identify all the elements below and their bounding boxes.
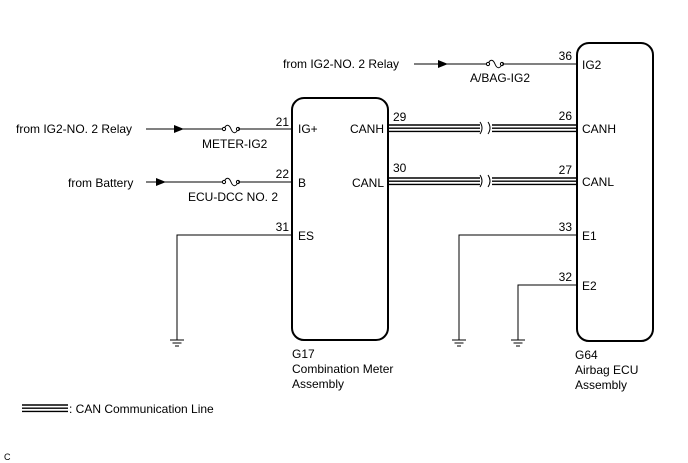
meter-pin-ig-num: 21 (276, 115, 290, 129)
airbag-ecu-box (576, 42, 654, 342)
airbag-pin-canl-num: 27 (559, 163, 573, 177)
airbag-name-line1: Airbag ECU (575, 363, 638, 377)
fuse-meter-label: METER-IG2 (202, 137, 268, 151)
can-line-canh (388, 121, 577, 135)
airbag-pin-ig2-label: IG2 (582, 58, 602, 72)
airbag-pin-e1-num: 33 (559, 220, 573, 234)
airbag-pin-ig2-num: 36 (559, 49, 573, 63)
can-line-canl (388, 174, 577, 188)
meter-pin-canh-num: 29 (393, 110, 407, 124)
relay-label-top: from IG2-NO. 2 Relay (283, 57, 399, 71)
meter-name-line2: Assembly (292, 377, 344, 391)
airbag-name-line2: Assembly (575, 378, 627, 392)
meter-pin-es-num: 31 (276, 220, 290, 234)
combination-meter-box (291, 97, 389, 341)
meter-pin-canl-num: 30 (393, 161, 407, 175)
airbag-pin-e2-num: 32 (559, 270, 573, 284)
meter-pin-b-label: B (298, 176, 306, 190)
airbag-pin-e1-label: E1 (582, 229, 597, 243)
fuse-abag-label: A/BAG-IG2 (470, 71, 530, 85)
wire-ig2-airbag (414, 59, 577, 69)
meter-pin-canh-label: CANH (350, 122, 384, 136)
airbag-pin-canh-label: CANH (582, 122, 616, 136)
meter-name-line1: Combination Meter (292, 362, 393, 376)
wire-airbag-e2-ground (510, 284, 577, 347)
meter-pin-b-num: 22 (276, 167, 290, 181)
fuse-ecu-dcc-label: ECU-DCC NO. 2 (188, 190, 278, 204)
wire-airbag-e1-ground (451, 234, 577, 347)
meter-code: G17 (292, 347, 315, 361)
airbag-pin-canh-num: 26 (559, 109, 573, 123)
legend-can-symbol (22, 404, 68, 413)
wire-ig-meter (146, 124, 292, 134)
airbag-pin-canl-label: CANL (582, 175, 614, 189)
meter-pin-ig-label: IG+ (298, 122, 318, 136)
airbag-pin-e2-label: E2 (582, 279, 597, 293)
battery-label: from Battery (68, 176, 133, 190)
legend-text: : CAN Communication Line (69, 402, 214, 416)
wire-meter-es-ground (169, 234, 292, 347)
airbag-code: G64 (575, 348, 598, 362)
meter-pin-es-label: ES (298, 229, 314, 243)
wire-battery-meter (146, 177, 292, 187)
meter-pin-canl-label: CANL (352, 176, 384, 190)
relay-label-mid: from IG2-NO. 2 Relay (16, 122, 132, 136)
corner-mark: C (4, 452, 11, 462)
